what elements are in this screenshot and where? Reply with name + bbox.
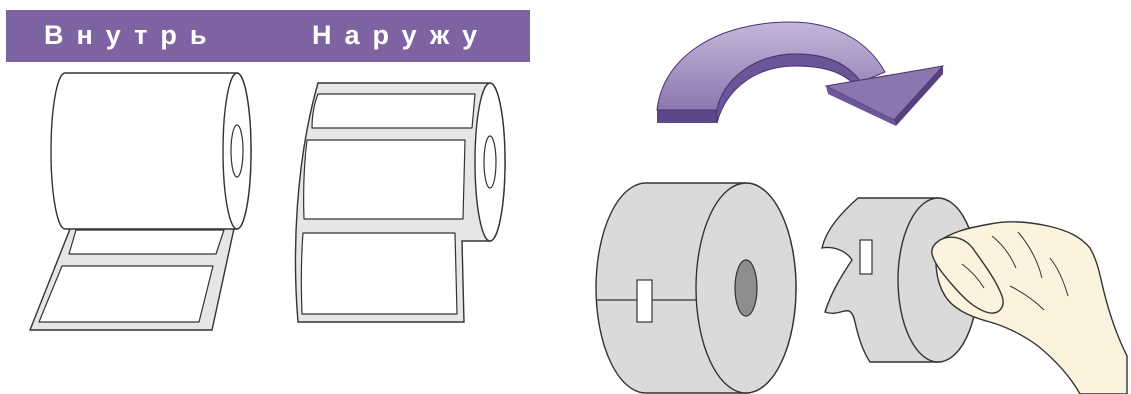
outside-roll-label-2 [303, 139, 466, 220]
outside-roll-label-1 [311, 93, 476, 129]
inside-roll-core [230, 124, 244, 178]
split-roll-tape [859, 239, 873, 275]
outside-wound-label: Наружу [312, 20, 491, 50]
roll-inside-wound [28, 72, 252, 331]
orientation-label-bar: Внутрь Наружу [6, 10, 530, 62]
outside-roll-label-3 [300, 232, 458, 315]
hand-illustration [931, 221, 1128, 394]
full-roll-tape [636, 279, 653, 323]
inside-roll-label-2 [38, 265, 214, 323]
roll-outside-wound [294, 82, 506, 323]
full-label-roll [595, 182, 797, 394]
inside-roll-label-1 [68, 229, 225, 255]
reverse-arrow [656, 21, 945, 126]
outside-roll-core [483, 135, 497, 189]
inside-wound-label: Внутрь [44, 20, 220, 50]
hand-thumb [931, 236, 1004, 314]
inside-roll-body [50, 72, 252, 230]
full-roll-core [734, 259, 758, 317]
